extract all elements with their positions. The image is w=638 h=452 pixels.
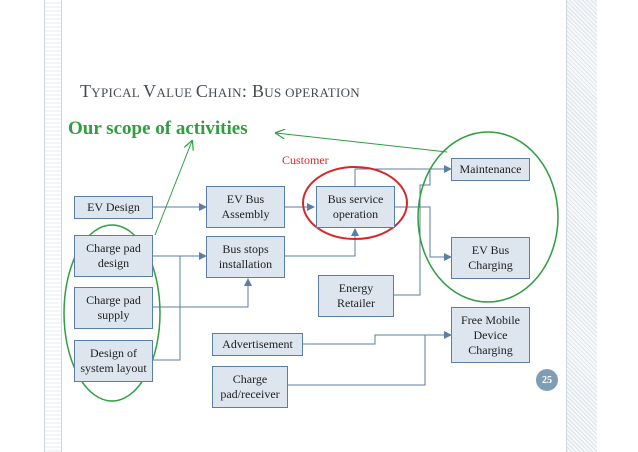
connector-energy-retailer <box>394 207 421 296</box>
customer-label: Customer <box>282 153 329 167</box>
page-number-badge: 25 <box>536 369 558 391</box>
box-ev-bus-charging: EV Bus Charging <box>451 237 530 279</box>
connector-advertisement-to-mobile <box>303 331 452 345</box>
box-energy-retailer: Energy Retailer <box>318 275 394 317</box>
connector-receiver-to-mobile <box>288 335 426 386</box>
green-pointer-right-to-scope <box>276 133 448 153</box>
green-pointer-to-scope <box>154 141 192 236</box>
left-decorative-rail <box>44 0 62 452</box>
box-charge-pad-receiver: Charge pad/receiver <box>212 366 288 408</box>
box-charge-pad-supply: Charge pad supply <box>74 287 153 329</box>
green-scope-ellipse-left <box>63 224 161 402</box>
slide-title: TYPICAL VALUE CHAIN: BUS OPERATION <box>80 81 360 101</box>
scope-label: Our scope of activities <box>68 118 248 139</box>
connector-bus-stops-to-operation <box>285 228 359 257</box>
box-charge-pad-design: Charge pad design <box>74 235 153 277</box>
connector-operation-to-maintenance <box>395 165 452 208</box>
connector-charge-pad-to-bus-stops <box>153 255 181 361</box>
box-advertisement: Advertisement <box>212 333 303 356</box>
green-scope-ellipse-right <box>417 131 559 303</box>
box-bus-service-operation: Bus service operation <box>316 186 395 228</box>
right-decorative-rail <box>566 0 597 452</box>
box-free-mobile-charging: Free Mobile Device Charging <box>451 307 530 363</box>
connector-operation-to-ev-charging <box>420 206 452 261</box>
box-ev-design: EV Design <box>74 196 153 219</box>
connector-supply-to-bus-stops <box>153 278 252 308</box>
red-customer-ellipse <box>302 166 408 240</box>
box-maintenance: Maintenance <box>451 158 530 181</box>
box-bus-stops-installation: Bus stops installation <box>206 236 285 278</box>
box-ev-bus-assembly: EV Bus Assembly <box>206 186 285 228</box>
connector-operation-top <box>354 168 430 186</box>
box-design-system-layout: Design of system layout <box>74 340 153 382</box>
